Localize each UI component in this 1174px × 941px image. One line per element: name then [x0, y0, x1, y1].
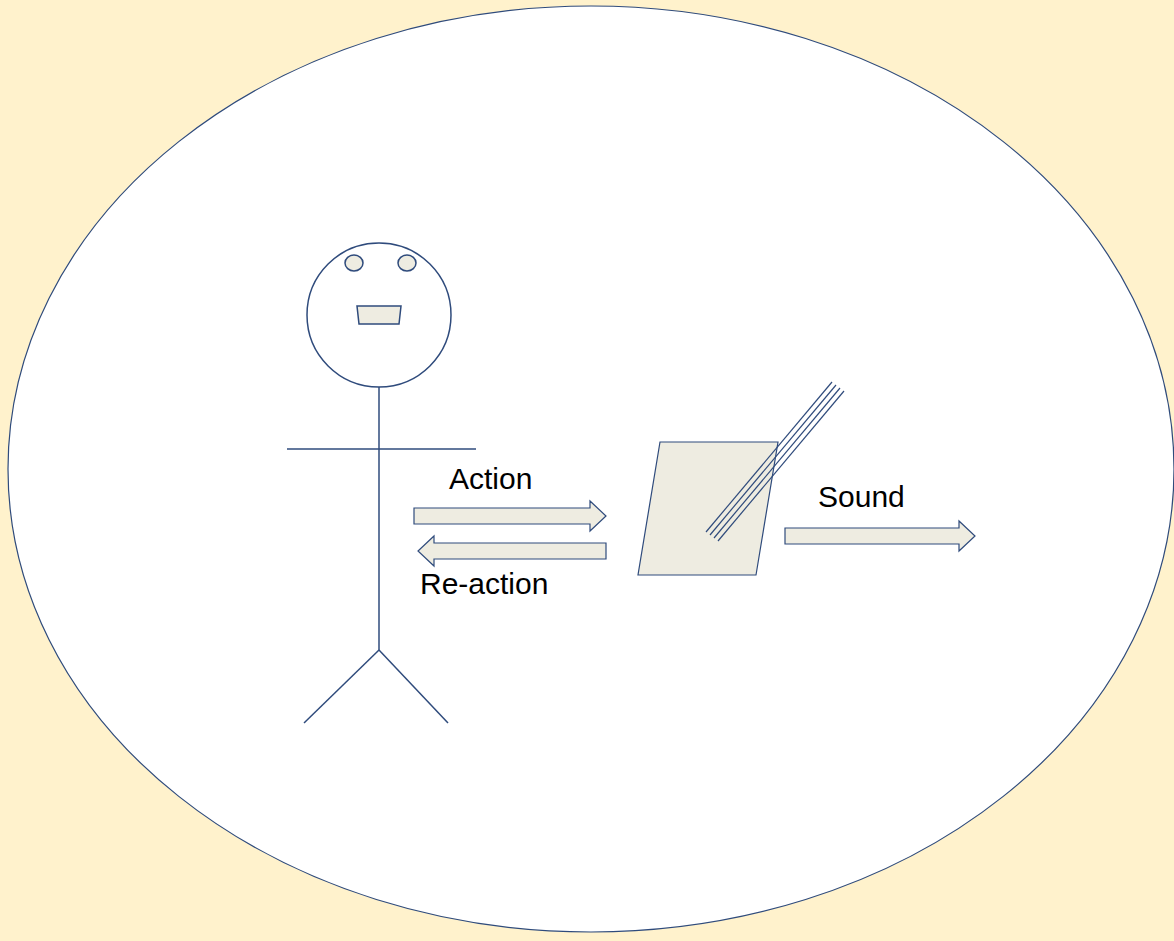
enclosing-ellipse: [8, 6, 1174, 932]
stick-figure: [287, 243, 476, 723]
sound-arrow: [785, 521, 975, 551]
arrow-label: Re-action: [420, 567, 548, 601]
arrow-label: Action: [449, 462, 532, 496]
action-arrow: [414, 501, 606, 531]
instrument: [638, 382, 844, 575]
reaction-arrow: [418, 536, 606, 566]
arrow-label: Sound: [818, 480, 905, 514]
